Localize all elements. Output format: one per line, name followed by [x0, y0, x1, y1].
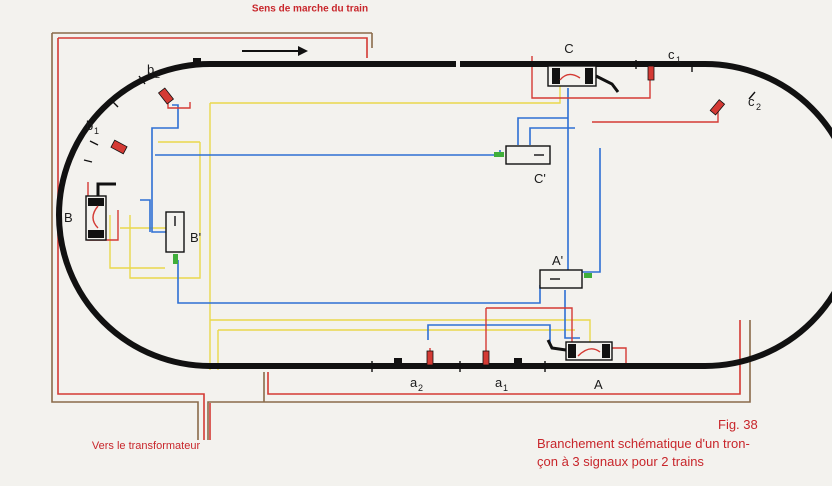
- label-b1-sub: 1: [94, 126, 99, 136]
- label-b2: b 2: [147, 62, 160, 80]
- rail-bumps: [193, 58, 522, 363]
- signal-c: [547, 65, 620, 93]
- brown-wires: [51, 32, 751, 440]
- signal-b: [85, 182, 116, 241]
- label-b: B: [64, 210, 73, 225]
- transformer-label: Vers le transformateur: [92, 440, 201, 452]
- label-b2-letter: b: [147, 62, 154, 77]
- oval-track: [56, 61, 832, 369]
- label-a-prime: A': [552, 253, 563, 268]
- label-c2: c 2: [748, 94, 761, 112]
- label-c1-letter: c: [668, 47, 675, 62]
- label-c2-letter: c: [748, 94, 755, 109]
- label-a1: a 1: [495, 375, 508, 393]
- label-c: C: [564, 41, 573, 56]
- label-c2-sub: 2: [756, 102, 761, 112]
- label-a1-letter: a: [495, 375, 503, 390]
- label-a: A: [594, 377, 603, 392]
- figure-number: Fig. 38: [718, 417, 758, 432]
- label-b1: b 1: [86, 118, 99, 136]
- relay-a-prime: [539, 269, 592, 289]
- label-c1: c 1: [668, 47, 681, 65]
- track-ticks: [83, 60, 756, 372]
- direction-arrow: [242, 46, 308, 56]
- label-c1-sub: 1: [676, 55, 681, 65]
- caption-line-2: çon à 3 signaux pour 2 trains: [537, 454, 704, 469]
- relay-b-prime: [165, 211, 185, 264]
- label-c-prime: C': [534, 171, 546, 186]
- label-a2-sub: 2: [418, 383, 423, 393]
- label-a2: a 2: [410, 375, 423, 393]
- label-b2-sub: 2: [155, 70, 160, 80]
- header-title: Sens de marche du train: [252, 3, 368, 14]
- label-b-prime: B': [190, 230, 201, 245]
- rail-contacts: [110, 65, 726, 366]
- label-a2-letter: a: [410, 375, 418, 390]
- blue-wires: [140, 88, 601, 345]
- label-a1-sub: 1: [503, 383, 508, 393]
- signal-a: [546, 339, 613, 361]
- label-b1-letter: b: [86, 118, 93, 133]
- track-joints: [112, 59, 710, 348]
- caption-line-1: Branchement schématique d'un tron-: [537, 436, 750, 451]
- red-wires-inner: [87, 56, 719, 364]
- relay-c-prime: [494, 145, 551, 165]
